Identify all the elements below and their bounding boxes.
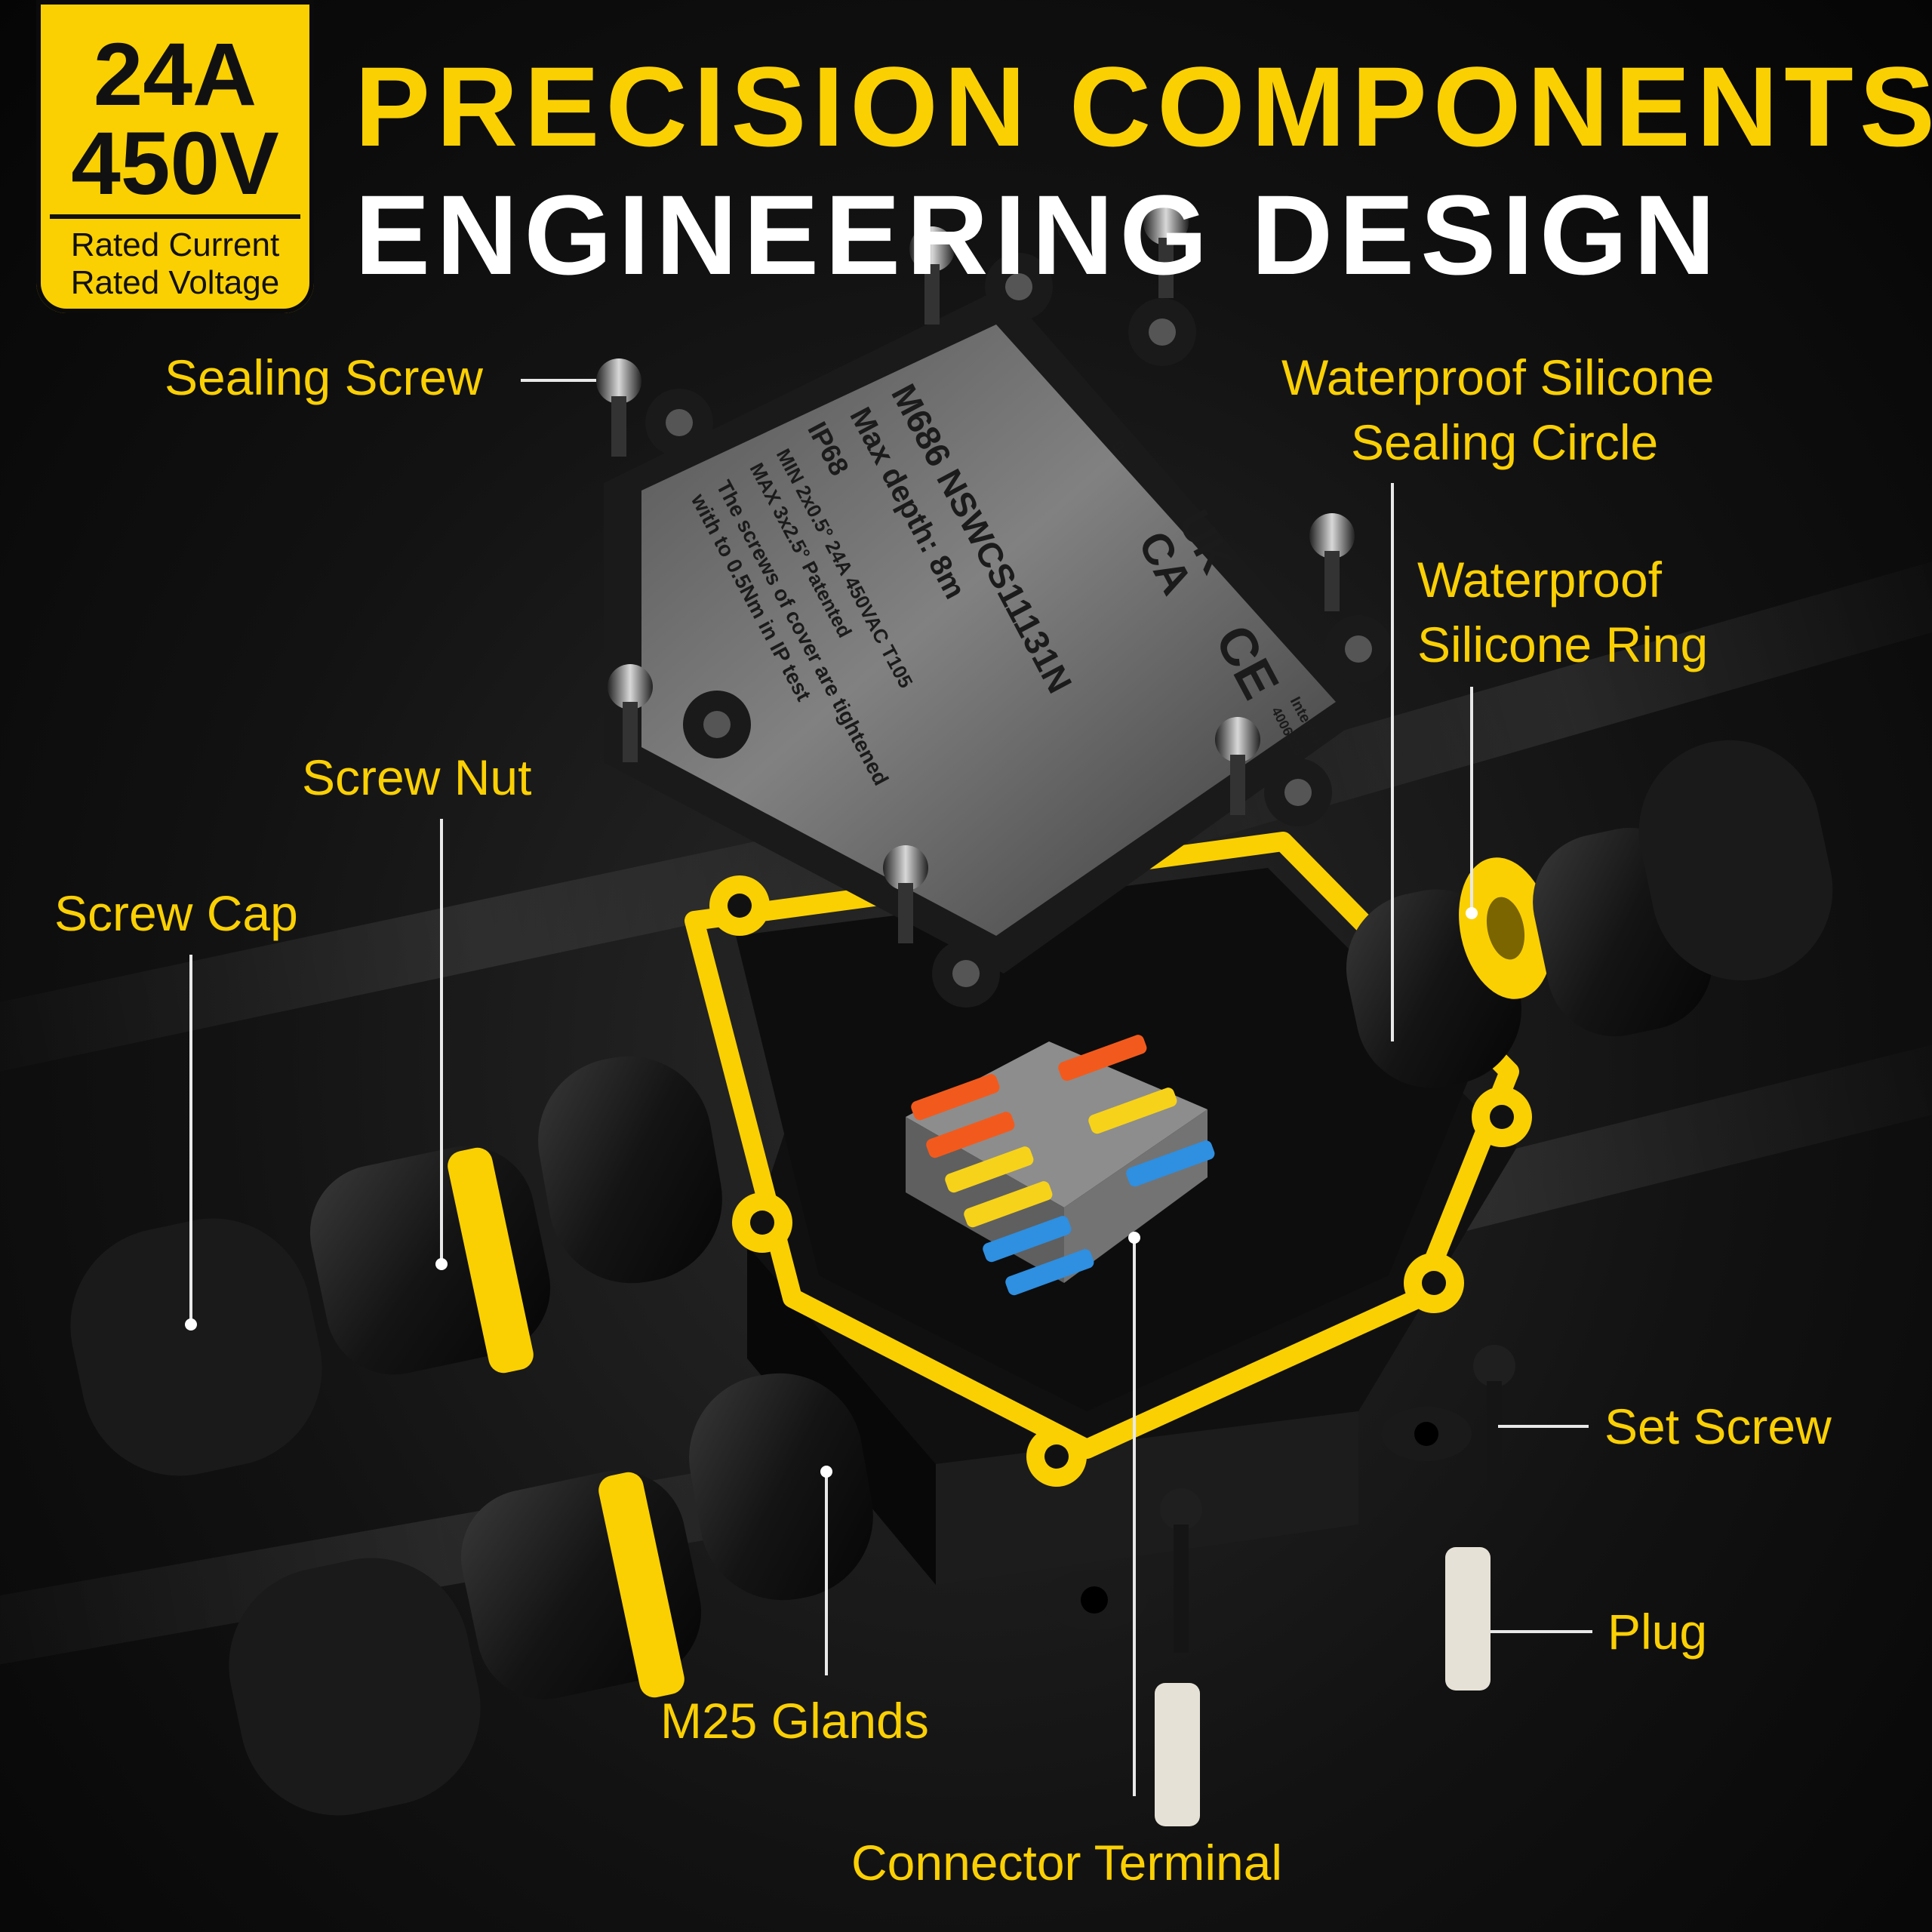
label-sealing-screw: Sealing Screw bbox=[165, 349, 483, 405]
right-gland bbox=[1346, 740, 1833, 1088]
label-silicone-circle-1: Waterproof Silicone bbox=[1281, 349, 1715, 405]
label-plug: Plug bbox=[1607, 1604, 1708, 1660]
left-gland-lower bbox=[229, 1373, 873, 1816]
rated-voltage-value: 450V bbox=[71, 114, 279, 214]
headline-secondary: ENGINEERING DESIGN bbox=[355, 171, 1721, 298]
label-screw-nut: Screw Nut bbox=[302, 749, 532, 805]
label-silicone-circle-2: Sealing Circle bbox=[1351, 414, 1659, 470]
rated-current-label: Rated Current bbox=[70, 226, 280, 263]
label-silicone-ring-1: Waterproof bbox=[1417, 552, 1663, 608]
left-gland-upper bbox=[70, 1056, 722, 1476]
leader-silicone-ring bbox=[1470, 687, 1473, 913]
connector-terminal bbox=[906, 1035, 1215, 1296]
leader-dot bbox=[185, 1318, 197, 1331]
leader-silicone-circle bbox=[1391, 483, 1394, 1041]
plugs bbox=[1155, 1547, 1491, 1826]
label-connector-terminal: Connector Terminal bbox=[851, 1835, 1283, 1890]
leader-screw-cap bbox=[189, 955, 192, 1324]
rated-voltage-label: Rated Voltage bbox=[70, 264, 280, 301]
headline-primary: PRECISION COMPONENTS bbox=[355, 43, 1932, 170]
set-screws bbox=[1160, 1345, 1515, 1653]
label-silicone-ring-2: Silicone Ring bbox=[1417, 617, 1709, 672]
label-set-screw: Set Screw bbox=[1604, 1398, 1832, 1454]
leader-sealing-screw bbox=[521, 379, 596, 382]
rating-badge: 24A 450V Rated Current Rated Voltage bbox=[36, 0, 314, 313]
badge-divider bbox=[50, 214, 300, 219]
leader-set-screw bbox=[1498, 1425, 1589, 1428]
label-m25-glands: M25 Glands bbox=[660, 1693, 929, 1749]
lid: M686 NSWCS11131N Max depth: 8m IP68 MIN … bbox=[604, 217, 1392, 1008]
sealing-screws bbox=[596, 200, 1355, 943]
leader-dot bbox=[820, 1466, 832, 1478]
leader-m25-glands bbox=[825, 1472, 828, 1675]
leader-dot bbox=[1128, 1232, 1140, 1244]
leader-screw-nut bbox=[440, 819, 443, 1264]
rated-current-value: 24A bbox=[93, 25, 257, 125]
label-screw-cap: Screw Cap bbox=[54, 885, 298, 941]
leader-dot bbox=[1466, 907, 1478, 919]
leader-plug bbox=[1491, 1630, 1592, 1633]
leader-connector-terminal bbox=[1133, 1238, 1136, 1796]
leader-dot bbox=[435, 1258, 448, 1270]
